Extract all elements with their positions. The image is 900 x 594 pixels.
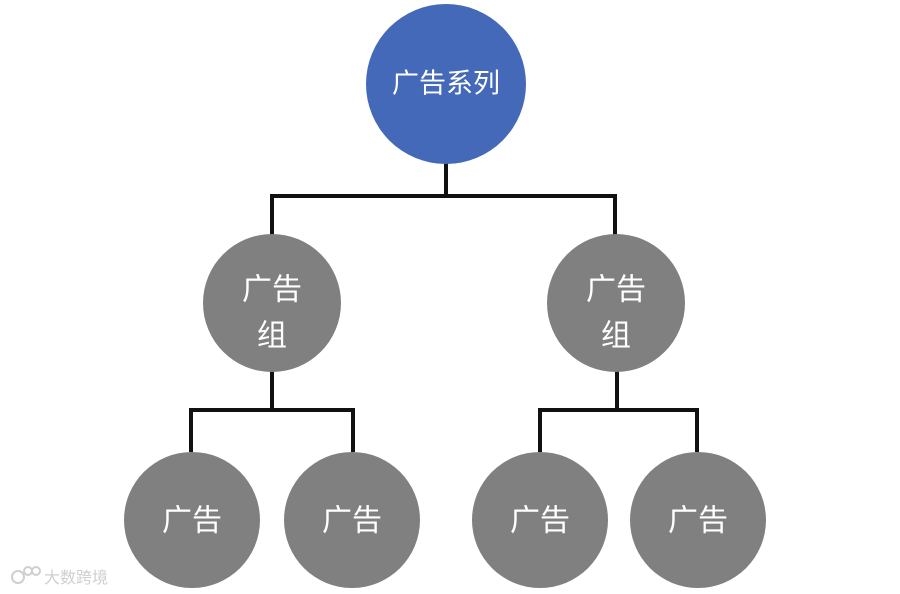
ad-group-node-left-label-line1: 广告 [242,273,302,308]
ad-group-node-right-label-line2: 组 [601,319,631,354]
ad-group-node-left: 广告 组 [203,234,341,372]
ad-node-left-2-label: 广告 [322,504,382,539]
ad-group-node-left-label-line2: 组 [257,319,287,354]
root-node: 广告系列 [366,4,526,164]
ad-group-node-right-label-line1: 广告 [586,273,646,308]
ad-node-left-2: 广告 [284,452,420,588]
ad-node-right-1: 广告 [472,452,608,588]
ad-node-right-1-circle [472,452,608,588]
ad-node-left-1-label: 广告 [162,504,222,539]
connectors [189,163,699,452]
ad-node-right-1-label: 广告 [510,504,570,539]
ad-node-left-2-circle [284,452,420,588]
ad-node-left-1: 广告 [124,452,260,588]
ad-node-right-2: 广告 [630,452,766,588]
watermark: 大数跨境 [11,566,108,587]
ad-node-right-2-label: 广告 [668,504,728,539]
ad-group-node-right: 广告 组 [547,234,685,372]
watermark-logo-icon [11,566,41,584]
ad-node-left-1-circle [124,452,260,588]
ad-group-node-right-circle [547,234,685,372]
ad-node-right-2-circle [630,452,766,588]
root-node-label: 广告系列 [392,69,500,100]
watermark-text: 大数跨境 [44,568,108,587]
root-node-circle [366,4,526,164]
ad-group-node-left-circle [203,234,341,372]
